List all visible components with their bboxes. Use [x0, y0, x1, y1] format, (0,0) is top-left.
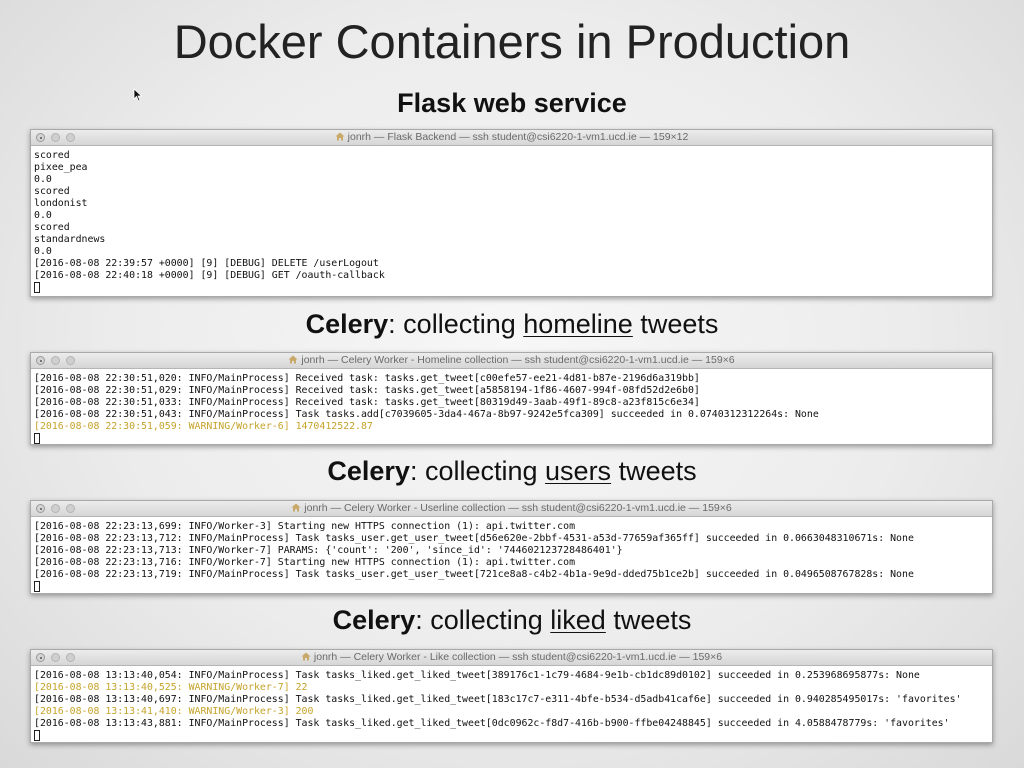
log-line-warning: [2016-08-08 13:13:41,410: WARNING/Worker…: [34, 706, 314, 717]
terminal-prompt[interactable]: [34, 282, 989, 294]
terminal-titlebar[interactable]: jonrh — Celery Worker - Like collection …: [31, 650, 992, 666]
cursor-block-icon: [34, 581, 40, 592]
heading-underlined: users: [545, 456, 612, 486]
zoom-button[interactable]: [66, 356, 75, 365]
log-line: 0.0: [34, 210, 52, 221]
heading-text: : collecting: [409, 456, 546, 486]
log-line: [2016-08-08 22:23:13,713: INFO/Worker-7]…: [34, 545, 623, 556]
log-line: scored: [34, 222, 70, 233]
log-line: [2016-08-08 13:13:43,881: INFO/MainProce…: [34, 718, 950, 729]
minimize-button[interactable]: [51, 356, 60, 365]
close-button[interactable]: [36, 133, 45, 142]
terminal-output[interactable]: [2016-08-08 22:30:51,020: INFO/MainProce…: [31, 369, 992, 447]
heading-bold: Celery: [327, 456, 410, 486]
log-line: [2016-08-08 22:40:18 +0000] [9] [DEBUG] …: [34, 270, 385, 281]
terminal-title: jonrh — Celery Worker - Homeline collect…: [301, 354, 735, 366]
log-line: [2016-08-08 22:39:57 +0000] [9] [DEBUG] …: [34, 258, 379, 269]
section-heading-users: Celery: collecting users tweets: [0, 456, 1024, 487]
log-line-warning: [2016-08-08 22:30:51,059: WARNING/Worker…: [34, 421, 373, 432]
terminal-output[interactable]: [2016-08-08 22:23:13,699: INFO/Worker-3]…: [31, 517, 992, 595]
zoom-button[interactable]: [66, 504, 75, 513]
terminal-title: jonrh — Flask Backend — ssh student@csi6…: [347, 131, 689, 143]
section-heading-flask: Flask web service: [397, 88, 627, 118]
terminal-prompt[interactable]: [34, 581, 989, 593]
terminal-titlebar[interactable]: jonrh — Celery Worker - Userline collect…: [31, 501, 992, 517]
cursor-block-icon: [34, 282, 40, 293]
log-line: londonist: [34, 198, 88, 209]
heading-bold: Celery: [305, 309, 389, 339]
minimize-button[interactable]: [51, 133, 60, 142]
terminal-window-like[interactable]: jonrh — Celery Worker - Like collection …: [30, 649, 993, 743]
terminal-window-homeline[interactable]: jonrh — Celery Worker - Homeline collect…: [30, 352, 993, 445]
log-line: [2016-08-08 22:23:13,699: INFO/Worker-3]…: [34, 521, 576, 532]
log-line: [2016-08-08 22:23:13,719: INFO/MainProce…: [34, 569, 914, 580]
terminal-title: jonrh — Celery Worker - Like collection …: [313, 651, 723, 663]
heading-bold: Celery: [332, 605, 416, 635]
log-line: scored: [34, 150, 70, 161]
cursor-block-icon: [34, 433, 40, 444]
heading-text-end: tweets: [605, 605, 692, 635]
heading-text: : collecting: [388, 309, 524, 339]
log-line: [2016-08-08 22:30:51,033: INFO/MainProce…: [34, 397, 700, 408]
minimize-button[interactable]: [51, 653, 60, 662]
slide-title: Docker Containers in Production: [173, 15, 851, 68]
close-button[interactable]: [36, 356, 45, 365]
zoom-button[interactable]: [66, 653, 75, 662]
close-button[interactable]: [36, 653, 45, 662]
mouse-pointer-icon: [133, 88, 143, 102]
log-line: pixee_pea: [34, 162, 88, 173]
log-line: 0.0: [34, 174, 52, 185]
log-line: [2016-08-08 22:23:13,712: INFO/MainProce…: [34, 533, 914, 544]
zoom-button[interactable]: [66, 133, 75, 142]
terminal-window-userline[interactable]: jonrh — Celery Worker - Userline collect…: [30, 500, 993, 594]
log-line: [2016-08-08 22:23:13,716: INFO/Worker-7]…: [34, 557, 576, 568]
terminal-titlebar[interactable]: jonrh — Celery Worker - Homeline collect…: [31, 353, 992, 369]
terminal-prompt[interactable]: [34, 433, 989, 445]
section-heading-homeline: Celery: collecting homeline tweets: [0, 309, 1024, 340]
cursor-block-icon: [34, 730, 40, 741]
home-icon: [335, 132, 345, 141]
terminal-prompt[interactable]: [34, 730, 989, 742]
log-line: [2016-08-08 13:13:40,054: INFO/MainProce…: [34, 670, 920, 681]
terminal-output[interactable]: [2016-08-08 13:13:40,054: INFO/MainProce…: [31, 666, 992, 744]
log-line: [2016-08-08 13:13:40,697: INFO/MainProce…: [34, 694, 962, 705]
terminal-window-flask[interactable]: jonrh — Flask Backend — ssh student@csi6…: [30, 129, 993, 297]
terminal-title: jonrh — Celery Worker - Userline collect…: [304, 502, 732, 514]
heading-text-end: tweets: [611, 456, 697, 486]
heading-text: : collecting: [415, 605, 551, 635]
heading-underlined: liked: [550, 605, 606, 635]
home-icon: [288, 355, 298, 364]
log-line: [2016-08-08 22:30:51,029: INFO/MainProce…: [34, 385, 700, 396]
heading-text-end: tweets: [632, 309, 719, 339]
heading-underlined: homeline: [523, 309, 633, 339]
log-line: 0.0: [34, 246, 52, 257]
log-line-warning: [2016-08-08 13:13:40,525: WARNING/Worker…: [34, 682, 308, 693]
minimize-button[interactable]: [51, 504, 60, 513]
section-heading-liked: Celery: collecting liked tweets: [0, 605, 1024, 636]
terminal-titlebar[interactable]: jonrh — Flask Backend — ssh student@csi6…: [31, 130, 992, 146]
home-icon: [291, 503, 301, 512]
log-line: [2016-08-08 22:30:51,020: INFO/MainProce…: [34, 373, 700, 384]
home-icon: [301, 652, 311, 661]
log-line: [2016-08-08 22:30:51,043: INFO/MainProce…: [34, 409, 819, 420]
log-line: scored: [34, 186, 70, 197]
log-line: standardnews: [34, 234, 106, 245]
close-button[interactable]: [36, 504, 45, 513]
